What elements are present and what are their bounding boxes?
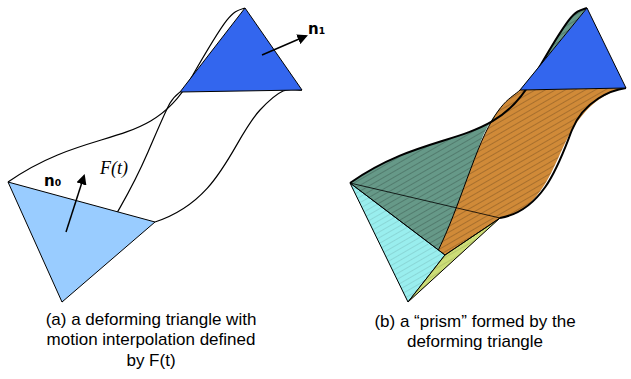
deforming-triangle (8, 8, 306, 302)
prism (350, 8, 626, 302)
caption: (a) a deforming triangle with motion int… (40, 310, 262, 371)
normal-label: n₀ (44, 172, 61, 190)
function-label: F(t) (100, 158, 128, 180)
normal-label: n₁ (308, 20, 325, 38)
caption: (b) a “prism” formed by the deforming tr… (350, 312, 600, 353)
